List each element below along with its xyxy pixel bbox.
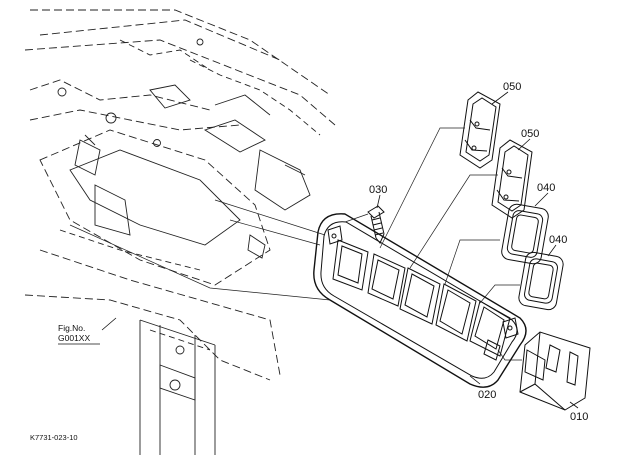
drawing-reference: K7731-023-10: [30, 433, 78, 442]
assembly-lines: [69, 127, 522, 361]
part-010-switch: [519, 331, 591, 411]
part-050-bracket-upper: [459, 91, 501, 169]
part-040-bezel-upper: [501, 203, 549, 265]
callout-010: 010: [570, 411, 588, 423]
chassis-body: [24, 9, 336, 455]
figure-number-value: G001XX: [58, 333, 90, 343]
callout-040-lower: 040: [549, 234, 567, 246]
callout-050-lower: 050: [521, 128, 539, 140]
part-040-bezel-lower: [518, 251, 564, 311]
part-020-switch-panel: [313, 213, 527, 388]
part-050-bracket-lower: [491, 139, 533, 219]
figure-number-label: Fig.No.: [58, 323, 85, 333]
callout-020: 020: [478, 389, 496, 401]
callout-040-upper: 040: [537, 182, 555, 194]
callout-050-upper: 050: [503, 81, 521, 93]
callout-030: 030: [369, 184, 387, 196]
part-030-screw: [367, 205, 385, 244]
callout-leaders: [101, 91, 579, 409]
